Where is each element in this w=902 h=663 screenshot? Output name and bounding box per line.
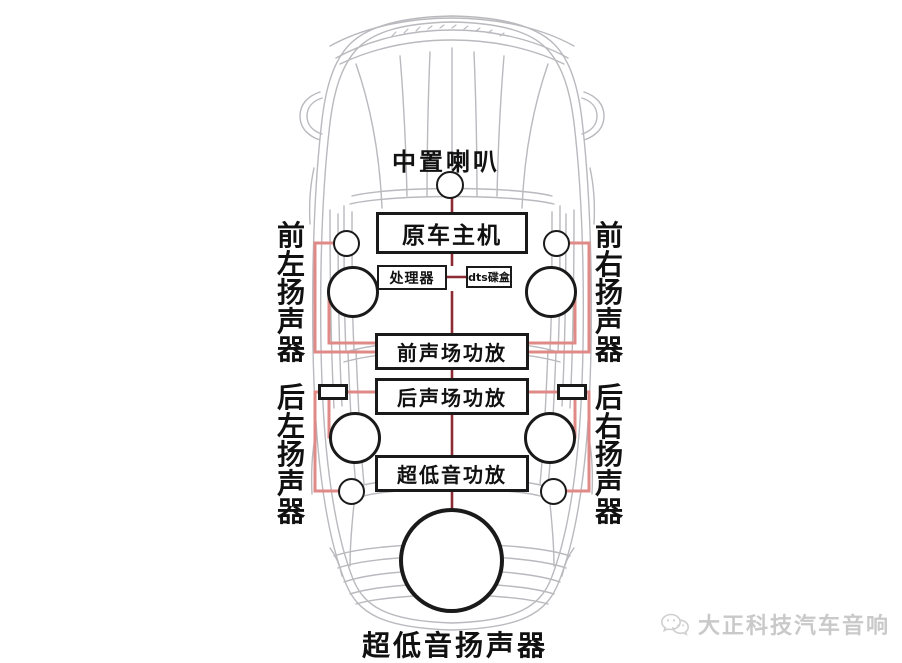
- center-speaker-label: 中置喇叭: [392, 148, 500, 176]
- dts-box[interactable]: dts碟盒: [466, 266, 512, 288]
- rear-amp-box[interactable]: 后声场功放: [375, 378, 529, 415]
- front-left-woofer: [327, 266, 379, 318]
- subwoofer-driver: [399, 508, 504, 613]
- watermark: 大正科技汽车音响: [660, 608, 890, 640]
- rear-left-woofer: [329, 412, 381, 464]
- rear-left-speaker-label: 后左扬声器: [276, 381, 305, 529]
- processor-box[interactable]: 处理器: [377, 265, 447, 290]
- watermark-text: 大正科技汽车音响: [698, 614, 891, 639]
- rear-right-tweeter: [557, 384, 587, 400]
- rear-right-speaker-label: 后右扬声器: [594, 381, 623, 529]
- front-right-woofer: [525, 266, 577, 318]
- wire-front-left-tweeter: [313, 241, 375, 354]
- rear-right-small-speaker: [540, 478, 567, 505]
- rear-right-woofer: [524, 412, 576, 464]
- front-left-tweeter: [333, 230, 360, 257]
- front-right-tweeter: [543, 230, 570, 257]
- sub-amp-box[interactable]: 超低音功放: [375, 455, 529, 492]
- wire-front-right-tweeter: [529, 241, 591, 354]
- rear-left-small-speaker: [338, 478, 365, 505]
- subwoofer-label: 超低音扬声器: [362, 629, 549, 662]
- head-unit-box[interactable]: 原车主机: [376, 212, 528, 254]
- wechat-icon: [660, 613, 690, 636]
- rear-left-tweeter: [318, 384, 348, 400]
- front-amp-box[interactable]: 前声场功放: [375, 333, 529, 370]
- front-left-speaker-label: 前左扬声器: [276, 219, 305, 367]
- center-speaker: [436, 171, 464, 199]
- front-right-speaker-label: 前右扬声器: [594, 219, 623, 367]
